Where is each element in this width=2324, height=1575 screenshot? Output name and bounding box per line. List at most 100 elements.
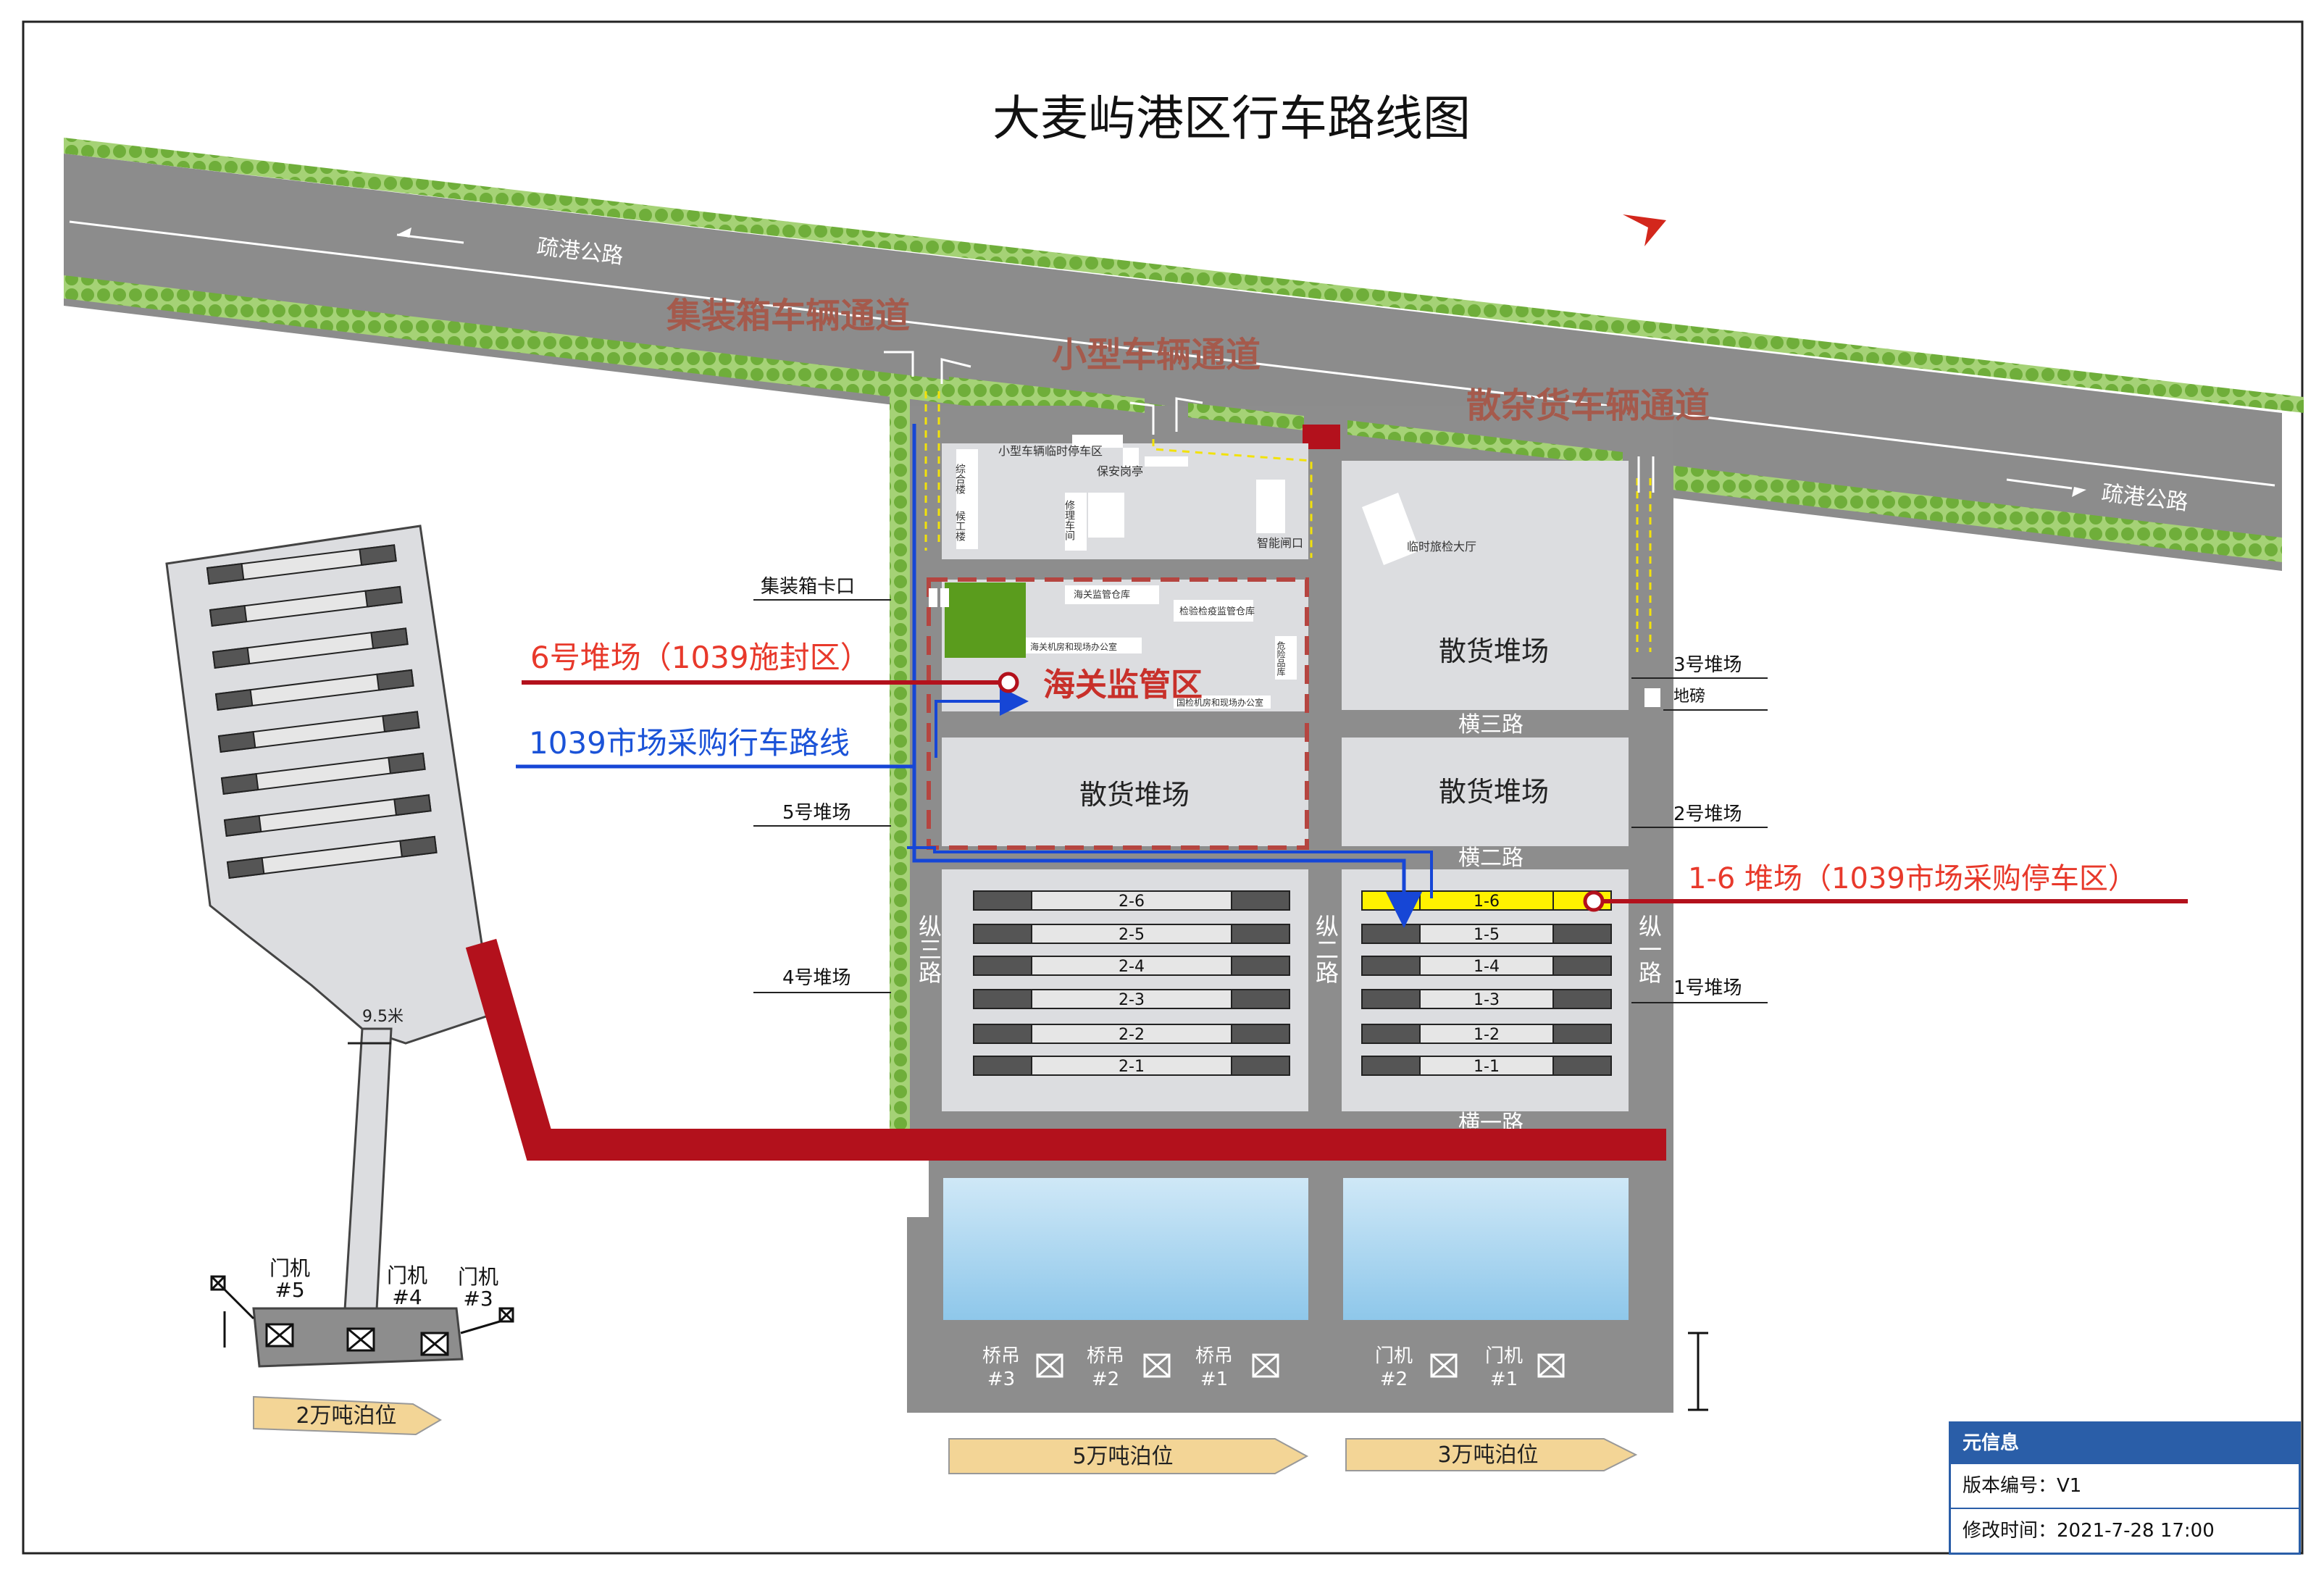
quay-crane-1-name: 桥吊: [1195, 1345, 1233, 1367]
yard16-marker-icon: [1583, 890, 1605, 912]
pier-row: [214, 669, 414, 711]
gantry-2-name: 门机: [1375, 1345, 1413, 1367]
row-label: 1-1: [1474, 1058, 1500, 1076]
pier-row: [223, 794, 432, 837]
crane-icon: [1537, 1353, 1565, 1378]
quay-crane-2-num: #2: [1092, 1369, 1119, 1390]
row-label: 2-2: [1119, 1026, 1145, 1044]
pier-row: [206, 544, 397, 585]
crane-icon: [1430, 1353, 1458, 1378]
customs-zone: 海关监管仓库 检验检疫监管仓库 海关机房和现场办公室 国检机房和现场办公室 危险…: [927, 577, 1309, 850]
pier-row: [209, 585, 403, 627]
row-label: 1-5: [1474, 926, 1500, 944]
quay-crane-2-name: 桥吊: [1087, 1345, 1124, 1367]
container-rows-left: 2-62-52-42-32-22-1: [973, 890, 1290, 1076]
label-yard5: 5号堆场: [782, 802, 851, 824]
pier-row: [212, 627, 409, 669]
crane-icon: [1036, 1353, 1063, 1378]
blue-route-line-3: [935, 687, 1029, 758]
pier-row: [226, 835, 438, 879]
callouts: 6号堆场（1039施封区） 1039市场采购行车路线 1-6 堆场（1039市场…: [516, 640, 2188, 912]
label-complex: 综合楼: [954, 464, 966, 494]
pier-cranes: 门机 #5 门机 #4 门机 #3 2万吨泊位: [210, 1256, 514, 1436]
label-scale: 地磅: [1673, 688, 1705, 706]
pier-crane-3-num: #3: [463, 1287, 493, 1311]
row-label: 2-3: [1119, 991, 1145, 1009]
page-frame: [22, 20, 2304, 1555]
container-row: 1-4: [1361, 956, 1612, 976]
container-row: 1-2: [1361, 1024, 1612, 1044]
road-z3: 纵三路: [915, 914, 942, 984]
crane-icon: [1143, 1353, 1171, 1378]
pier-crane-5-num: #5: [275, 1278, 304, 1302]
road-z1: 纵一路: [1635, 914, 1663, 984]
map-title: 大麦屿港区行车路线图: [992, 91, 1471, 146]
row-label: 2-5: [1119, 926, 1145, 944]
bulk-yard-right: 散货堆场: [1439, 776, 1549, 808]
label-yard4: 4号堆场: [782, 967, 851, 989]
red-main-route: [465, 938, 1666, 1161]
blue-route-line: [912, 424, 1422, 928]
container-row: 2-5: [973, 924, 1290, 944]
container-row: 2-2: [973, 1024, 1290, 1044]
side-labels: 集装箱卡口 5号堆场 4号堆场 3号堆场 地磅 2号堆场 1号堆场: [753, 576, 1768, 1003]
blue-route-line-2: [907, 846, 1433, 898]
label-office2: 国检机房和现场办公室: [1176, 697, 1263, 708]
customs-zone-border: [927, 577, 1309, 850]
pier-crane-4-name: 门机: [387, 1263, 427, 1287]
label-gate: 集装箱卡口: [761, 576, 855, 598]
crane-icon: [1252, 1353, 1279, 1378]
pier-row: [217, 711, 420, 753]
checkpoint-marker: [1303, 425, 1340, 449]
row-label: 1-3: [1474, 991, 1500, 1009]
pier-storage-rows: [206, 544, 438, 879]
pier-crane-4-num: #4: [392, 1285, 422, 1309]
channel-container: 集装箱车辆通道: [666, 296, 910, 336]
bulk-yard-left: 散货堆场: [1079, 779, 1190, 811]
label-inspection-hall: 临时旅检大厅: [1407, 540, 1476, 553]
berth-2wan: 2万吨泊位: [296, 1403, 396, 1429]
metadata-modified: 修改时间：2021-7-28 17:00: [1951, 1508, 2299, 1553]
road-h3: 横三路: [1458, 712, 1523, 738]
label-smart-gate: 智能闸口: [1257, 536, 1303, 550]
gantry-1-num: #1: [1490, 1369, 1518, 1390]
container-row: 1-5: [1361, 924, 1612, 944]
gantry-2-num: #2: [1380, 1369, 1408, 1390]
label-repair: 修理车间: [1063, 500, 1075, 541]
container-row: 2-1: [973, 1056, 1290, 1076]
callout-route: 1039市场采购行车路线: [529, 725, 850, 761]
callout-yard6: 6号堆场（1039施封区）: [530, 640, 871, 675]
gantry-1-name: 门机: [1485, 1345, 1523, 1367]
row-label: 1-4: [1474, 958, 1500, 976]
row-label: 2-4: [1119, 958, 1145, 976]
pier-width-label: 9.5米: [362, 1008, 404, 1026]
road-z2: 纵二路: [1312, 914, 1339, 984]
container-row: 1-3: [1361, 989, 1612, 1009]
channel-small: 小型车辆通道: [1052, 335, 1261, 375]
row-label: 1-2: [1474, 1026, 1500, 1044]
label-customs-wh: 海关监管仓库: [1074, 589, 1130, 601]
container-row: 2-4: [973, 956, 1290, 976]
berth-3wan: 3万吨泊位: [1437, 1442, 1538, 1468]
metadata-header: 元信息: [1951, 1424, 2299, 1463]
metadata-version: 版本编号：V1: [1951, 1463, 2299, 1508]
container-row: 1-6: [1361, 890, 1612, 911]
quay-crane-3-name: 桥吊: [982, 1345, 1020, 1367]
berth-5wan: 5万吨泊位: [1072, 1444, 1173, 1469]
label-yard3: 3号堆场: [1673, 654, 1742, 676]
label-yard1: 1号堆场: [1673, 977, 1742, 999]
label-workshop: 候工楼: [954, 511, 966, 541]
channel-bulk: 散杂货车辆通道: [1466, 385, 1710, 426]
pier-crane-5-name: 门机: [269, 1256, 310, 1280]
container-row: 1-1: [1361, 1056, 1612, 1076]
bulk-yard-top-right: 散货堆场: [1439, 635, 1549, 667]
yard6-marker-icon: [998, 672, 1019, 693]
north-arrow-icon: [1623, 214, 1666, 246]
metadata-panel: 元信息 版本编号：V1 修改时间：2021-7-28 17:00: [1949, 1421, 2301, 1555]
label-office1: 海关机房和现场办公室: [1030, 641, 1117, 652]
entrance-arrows: [884, 351, 1655, 493]
label-yard2: 2号堆场: [1673, 803, 1742, 825]
quay-crane-1-num: #1: [1200, 1369, 1228, 1390]
row-label: 1-6: [1474, 893, 1500, 911]
